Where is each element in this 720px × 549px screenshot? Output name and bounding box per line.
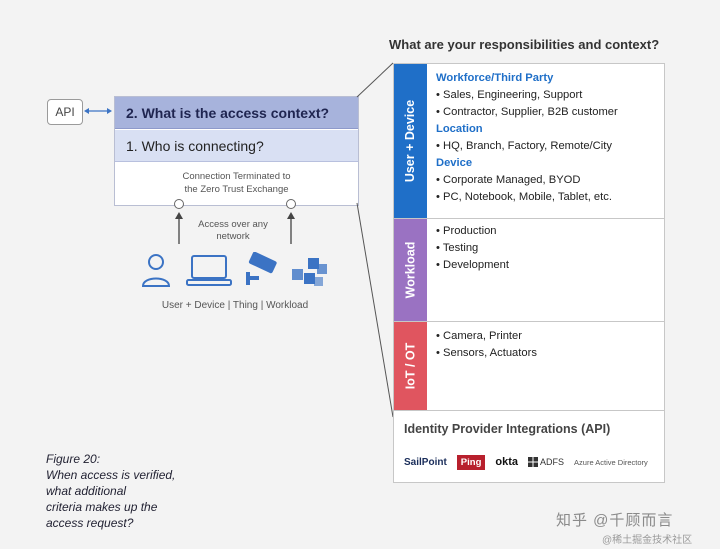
logo-azure: Azure Active Directory [574,457,648,467]
bidirectional-arrow-icon [84,108,112,114]
caption-line-3: what additional [46,484,127,498]
access-network-label: Access over any network [190,219,276,243]
band-iot-ot: IoT / OT [394,322,427,410]
figure-caption: Figure 20: When access is verified, what… [46,451,216,531]
item-sensors: • Sensors, Actuators [436,347,537,359]
divider [394,410,664,411]
step-who-connecting: 1. Who is connecting? [115,130,358,162]
watermark: 知乎 @千顾而言 [556,512,674,529]
item-contractor: • Contractor, Supplier, B2B customer [436,106,618,118]
logo-adfs: ADFS [528,457,564,467]
caption-line-4: criteria makes up the [46,500,158,514]
api-label: API [55,105,75,119]
section-user-device: Workforce/Third Party • Sales, Engineeri… [436,70,618,206]
step-access-context-label: 2. What is the access context? [126,104,330,121]
band-iot-ot-label: IoT / OT [403,342,418,390]
item-development: • Development [436,259,509,271]
api-box: API [47,99,83,125]
access-context-stack: 2. What is the access context? 1. Who is… [114,96,359,206]
item-production: • Production [436,225,497,237]
divider [394,321,664,322]
divider [394,218,664,219]
laptop-icon [186,255,232,286]
band-user-device-label: User + Device [403,99,418,183]
termination-line-1: Connection Terminated to [182,171,291,182]
connection-termination: Connection Terminated to the Zero Trust … [115,163,358,205]
item-sales: • Sales, Engineering, Support [436,89,583,101]
item-corporate: • Corporate Managed, BYOD [436,174,581,186]
idp-logos: SailPoint Ping okta ADFS Azure Active Di… [404,452,659,472]
caption-line-1: Figure 20: [46,452,101,466]
heading-workforce: Workforce/Third Party [436,72,554,84]
caption-line-5: access request? [46,516,134,530]
section-iot-ot: • Camera, Printer • Sensors, Actuators [436,328,537,362]
workload-icon [292,258,327,286]
band-workload-label: Workload [403,241,418,299]
user-icon [141,254,171,287]
item-camera: • Camera, Printer [436,330,522,342]
logo-adfs-text: ADFS [540,457,565,467]
access-label-line-1: Access over any [198,219,268,230]
heading-location: Location [436,123,483,135]
responsibilities-panel: User + Device Workforce/Third Party • Sa… [393,63,665,483]
band-workload: Workload [394,219,427,321]
section-workload: • Production • Testing • Development [436,223,509,274]
windows-icon [528,457,539,467]
heading-device: Device [436,157,473,169]
termination-line-2: the Zero Trust Exchange [184,184,289,195]
caption-line-2: When access is verified, [46,468,176,482]
logo-okta: okta [495,456,519,468]
step-access-context: 2. What is the access context? [115,97,358,129]
item-pc: • PC, Notebook, Mobile, Tablet, etc. [436,191,612,203]
responsibilities-title: What are your responsibilities and conte… [389,37,660,52]
access-label-line-2: network [216,231,250,242]
item-hq: • HQ, Branch, Factory, Remote/City [436,140,612,152]
band-user-device: User + Device [394,64,427,218]
step-who-connecting-label: 1. Who is connecting? [126,137,264,154]
watermark-sub: @稀土掘金技术社区 [602,535,693,546]
item-testing: • Testing [436,242,479,254]
logo-sailpoint: SailPoint [404,456,447,468]
access-arrows [174,199,296,244]
idp-title: Identity Provider Integrations (API) [404,422,611,436]
camera-icon [246,252,277,285]
logo-ping: Ping [456,454,486,470]
device-types-label: User + Device | Thing | Workload [161,300,309,311]
connector-lines [356,62,394,418]
